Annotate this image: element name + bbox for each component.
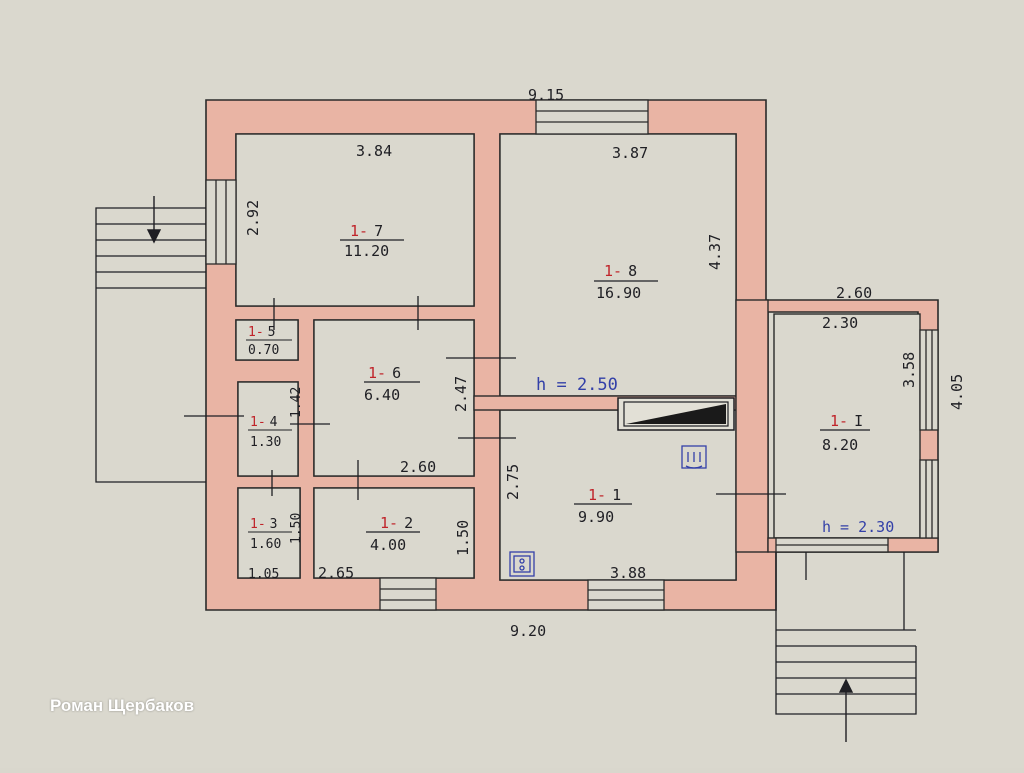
room-1-7-floor xyxy=(235,133,475,307)
entry-arrow-icon xyxy=(838,678,854,742)
room-1-3-floor xyxy=(237,487,301,579)
stove-icon xyxy=(617,397,735,431)
dim-overall-top: 9.15 xyxy=(528,86,564,104)
room-1-4-floor xyxy=(237,381,299,477)
room-1-1-label: 1-1 xyxy=(588,486,621,504)
room-1-7-label: 1-7 xyxy=(350,222,383,240)
room-1-6-floor xyxy=(313,319,475,477)
left-porch xyxy=(95,207,206,483)
room-1-2-label: 1-2 xyxy=(380,514,413,532)
room-1-3-label: 1-3 xyxy=(250,517,277,532)
room-1-I-floor xyxy=(773,313,921,539)
dim-1-2-height: 1.50 xyxy=(454,520,472,556)
room-1-5-label: 1-5 xyxy=(248,325,275,340)
dim-1-7-height: 2.92 xyxy=(244,200,262,236)
dim-1-7-width: 3.84 xyxy=(356,142,392,160)
window-bottom-1-1 xyxy=(587,579,665,611)
partition-main-annex xyxy=(735,299,769,553)
window-bottom-1-2 xyxy=(379,577,437,611)
author-watermark: Роман Щербаков xyxy=(50,696,195,715)
room-1-2-area: 4.00 xyxy=(370,536,406,554)
window-top xyxy=(535,99,649,135)
room-1-4-label: 1-4 xyxy=(250,415,278,430)
dim-1-4-height: 1.42 xyxy=(289,387,304,418)
room-1-4-area: 1.30 xyxy=(250,435,281,450)
dim-1-1-width: 3.88 xyxy=(610,564,646,582)
window-annex-right xyxy=(919,329,939,539)
room-1-5-area: 0.70 xyxy=(248,343,279,358)
dim-1-I-outer-height: 4.05 xyxy=(948,374,966,410)
entry-arrow-icon xyxy=(146,196,162,244)
dim-1-8-height: 4.37 xyxy=(706,234,724,270)
room-1-8-label: 1-8 xyxy=(604,262,637,280)
room-1-8-floor xyxy=(499,133,737,397)
room-1-I-label: 1-I xyxy=(830,412,863,430)
dim-1-I-inner-height: 3.58 xyxy=(900,352,918,388)
ceiling-height-main: h = 2.50 xyxy=(536,375,618,395)
door-marks xyxy=(184,296,786,500)
dim-1-I-outer-width: 2.60 xyxy=(836,284,872,302)
dim-1-I-inner-width: 2.30 xyxy=(822,314,858,332)
window-left xyxy=(205,179,237,265)
room-1-1-area: 9.90 xyxy=(578,508,614,526)
boiler-icon xyxy=(509,551,535,577)
room-1-7-area: 11.20 xyxy=(344,242,389,260)
room-1-3-area: 1.60 xyxy=(250,537,281,552)
room-1-6-area: 6.40 xyxy=(364,386,400,404)
dim-overall-bottom: 9.20 xyxy=(510,622,546,640)
dim-1-8-width: 3.87 xyxy=(612,144,648,162)
room-1-6-label: 1-6 xyxy=(368,364,401,382)
room-1-I-area: 8.20 xyxy=(822,436,858,454)
room-1-1-floor xyxy=(499,409,737,581)
sink-icon xyxy=(681,445,707,469)
dim-1-2-width: 2.65 xyxy=(318,564,354,582)
dim-1-6-height: 2.47 xyxy=(452,376,470,412)
dim-1-3-height: 1.50 xyxy=(289,513,304,544)
dim-1-6-width: 2.60 xyxy=(400,458,436,476)
dim-1-3-width: 1.05 xyxy=(248,567,279,582)
room-interiors xyxy=(235,133,921,581)
ceiling-height-annex: h = 2.30 xyxy=(822,518,894,536)
windows xyxy=(205,99,939,611)
room-1-2-floor xyxy=(313,487,475,579)
room-1-8-area: 16.90 xyxy=(596,284,641,302)
dim-1-1-height: 2.75 xyxy=(504,464,522,500)
window-annex-bottom xyxy=(775,537,889,553)
